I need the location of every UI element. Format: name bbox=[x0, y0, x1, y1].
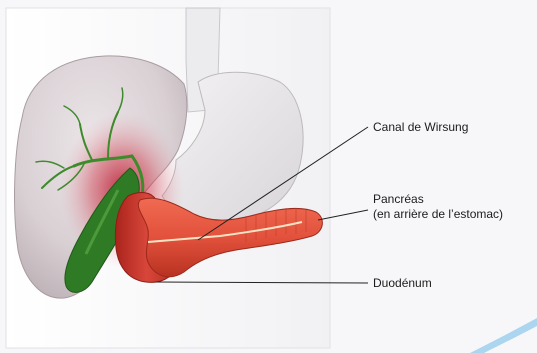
label-pancreas-note: (en arrière de l’estomac) bbox=[373, 207, 503, 221]
label-pancreas: Pancréas bbox=[373, 192, 424, 206]
label-canal-de-wirsung: Canal de Wirsung bbox=[373, 120, 468, 134]
decorative-swoosh bbox=[470, 318, 537, 353]
label-duodenum: Duodénum bbox=[373, 276, 432, 290]
